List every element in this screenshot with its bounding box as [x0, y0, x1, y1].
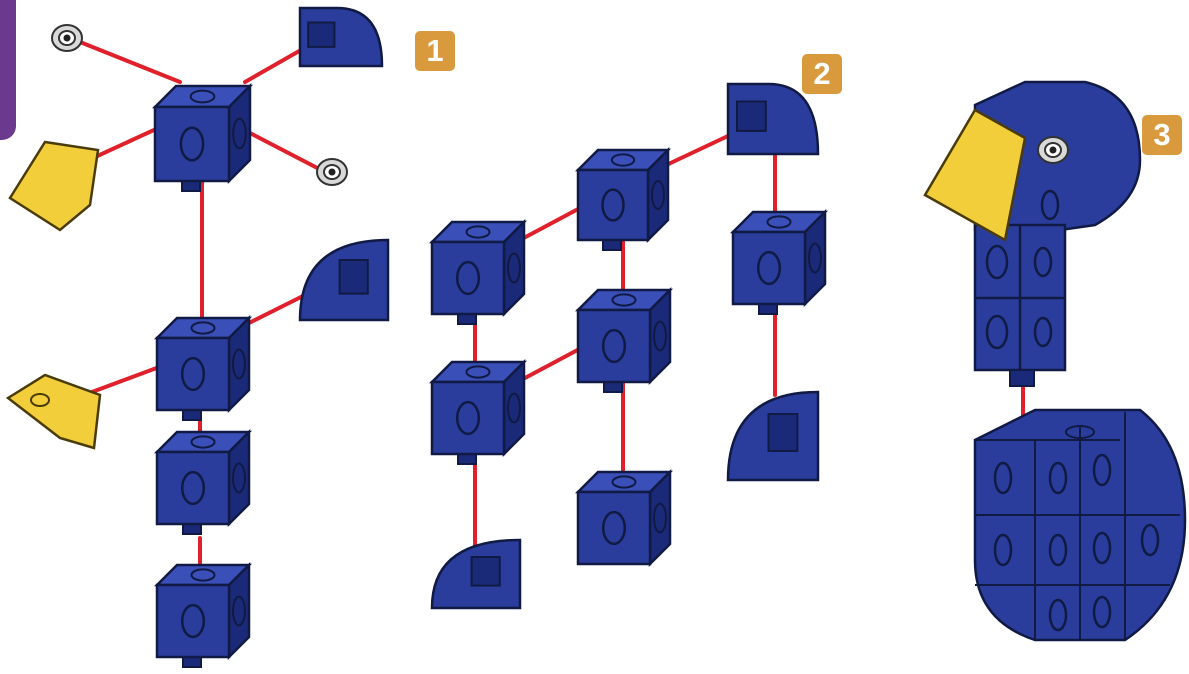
- cube-2-top: [574, 146, 672, 251]
- eye-peg-2: [316, 158, 348, 186]
- cube-1-top: [151, 82, 254, 192]
- step-badge-1: 1: [415, 31, 455, 71]
- corner-tab: [0, 0, 16, 140]
- cube-1-bottom: [153, 561, 253, 668]
- assembled-eye: [1037, 136, 1069, 164]
- quarter-block-5: [430, 538, 522, 610]
- quarter-block-1: [298, 6, 384, 68]
- cube-2-mid: [574, 286, 674, 393]
- step-badge-3: 3: [1142, 115, 1182, 155]
- assembled-body: [973, 408, 1187, 642]
- assembled-beak: [923, 108, 1027, 242]
- cube-1-mid: [153, 314, 253, 421]
- quarter-block-2: [298, 238, 390, 322]
- wedge-block-1: [8, 140, 100, 232]
- cube-2-bottom: [574, 468, 674, 568]
- quarter-block-3: [726, 82, 820, 156]
- cube-2-right: [729, 208, 829, 315]
- quarter-block-4: [726, 390, 820, 482]
- cube-1-low: [153, 428, 253, 535]
- parts: [5, 6, 1187, 668]
- wedge-block-2: [5, 373, 102, 450]
- cube-2-left-top: [428, 218, 528, 325]
- cube-2-left-mid: [428, 358, 528, 465]
- step-badge-2: 2: [802, 54, 842, 94]
- link-1a: [73, 38, 182, 84]
- eye-peg-1: [51, 24, 83, 52]
